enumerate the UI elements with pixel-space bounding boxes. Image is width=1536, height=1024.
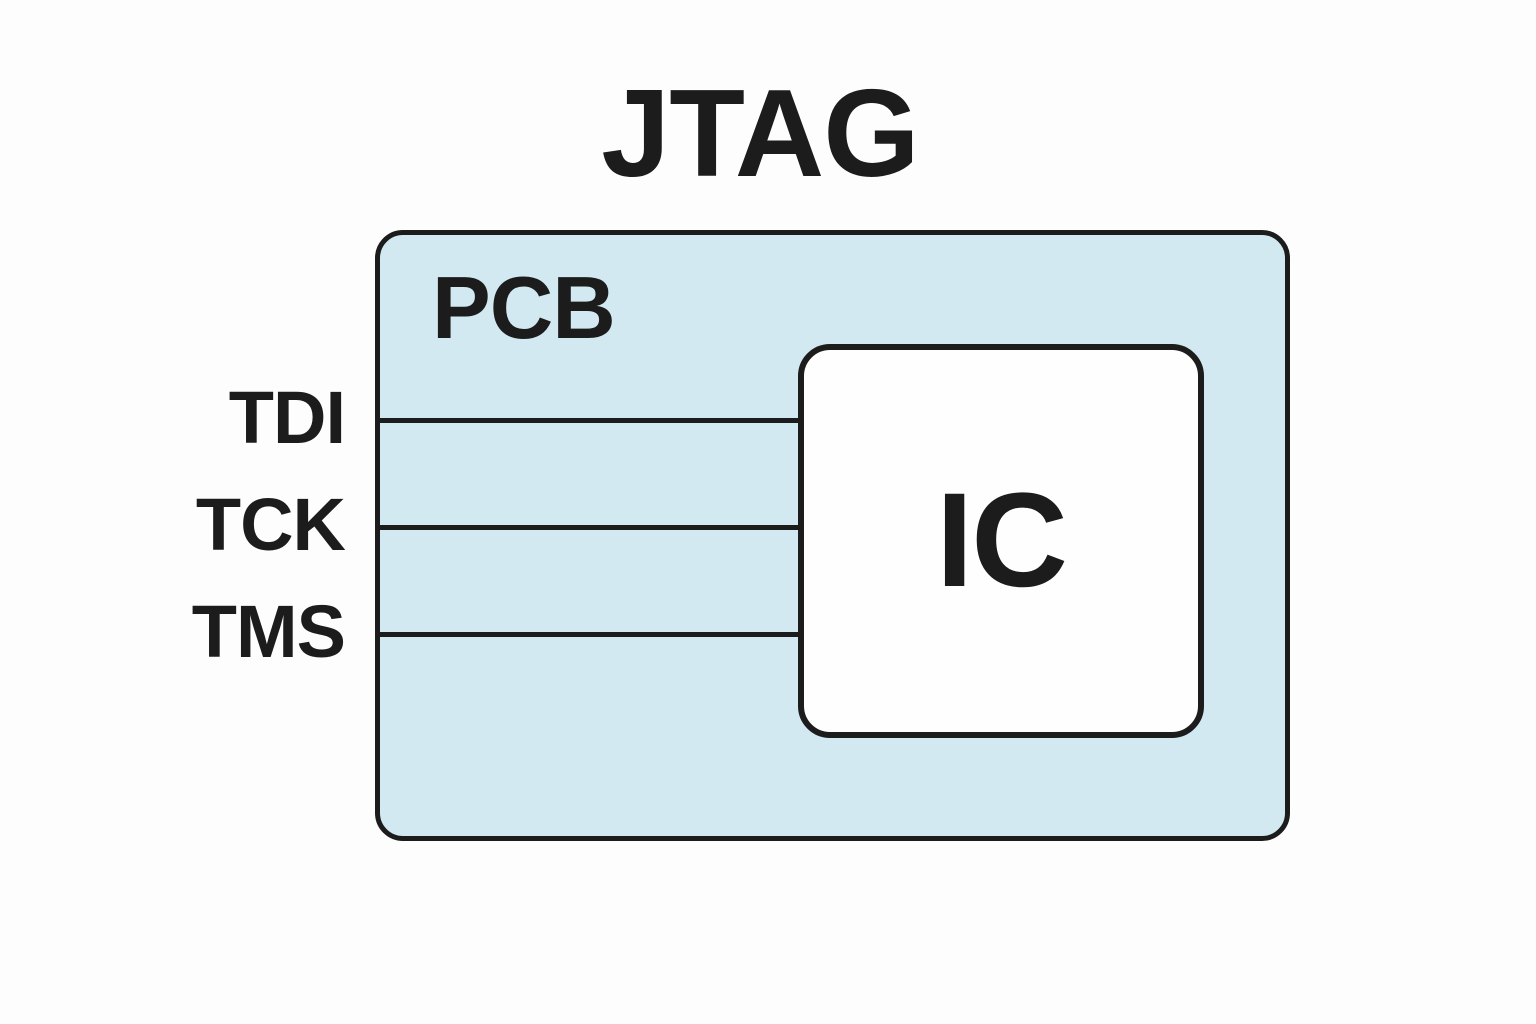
pcb-label: PCB <box>432 258 616 357</box>
ic-box: IC <box>798 344 1204 738</box>
signal-label-tms: TMS <box>191 590 346 673</box>
signal-label-tdi: TDI <box>228 376 346 459</box>
signal-label-tck: TCK <box>195 483 346 566</box>
signal-trace-tms <box>377 632 801 637</box>
signal-trace-tdi <box>377 418 801 423</box>
diagram-title: JTAG <box>601 65 920 203</box>
ic-label: IC <box>936 466 1068 615</box>
signal-trace-tck <box>377 525 801 530</box>
